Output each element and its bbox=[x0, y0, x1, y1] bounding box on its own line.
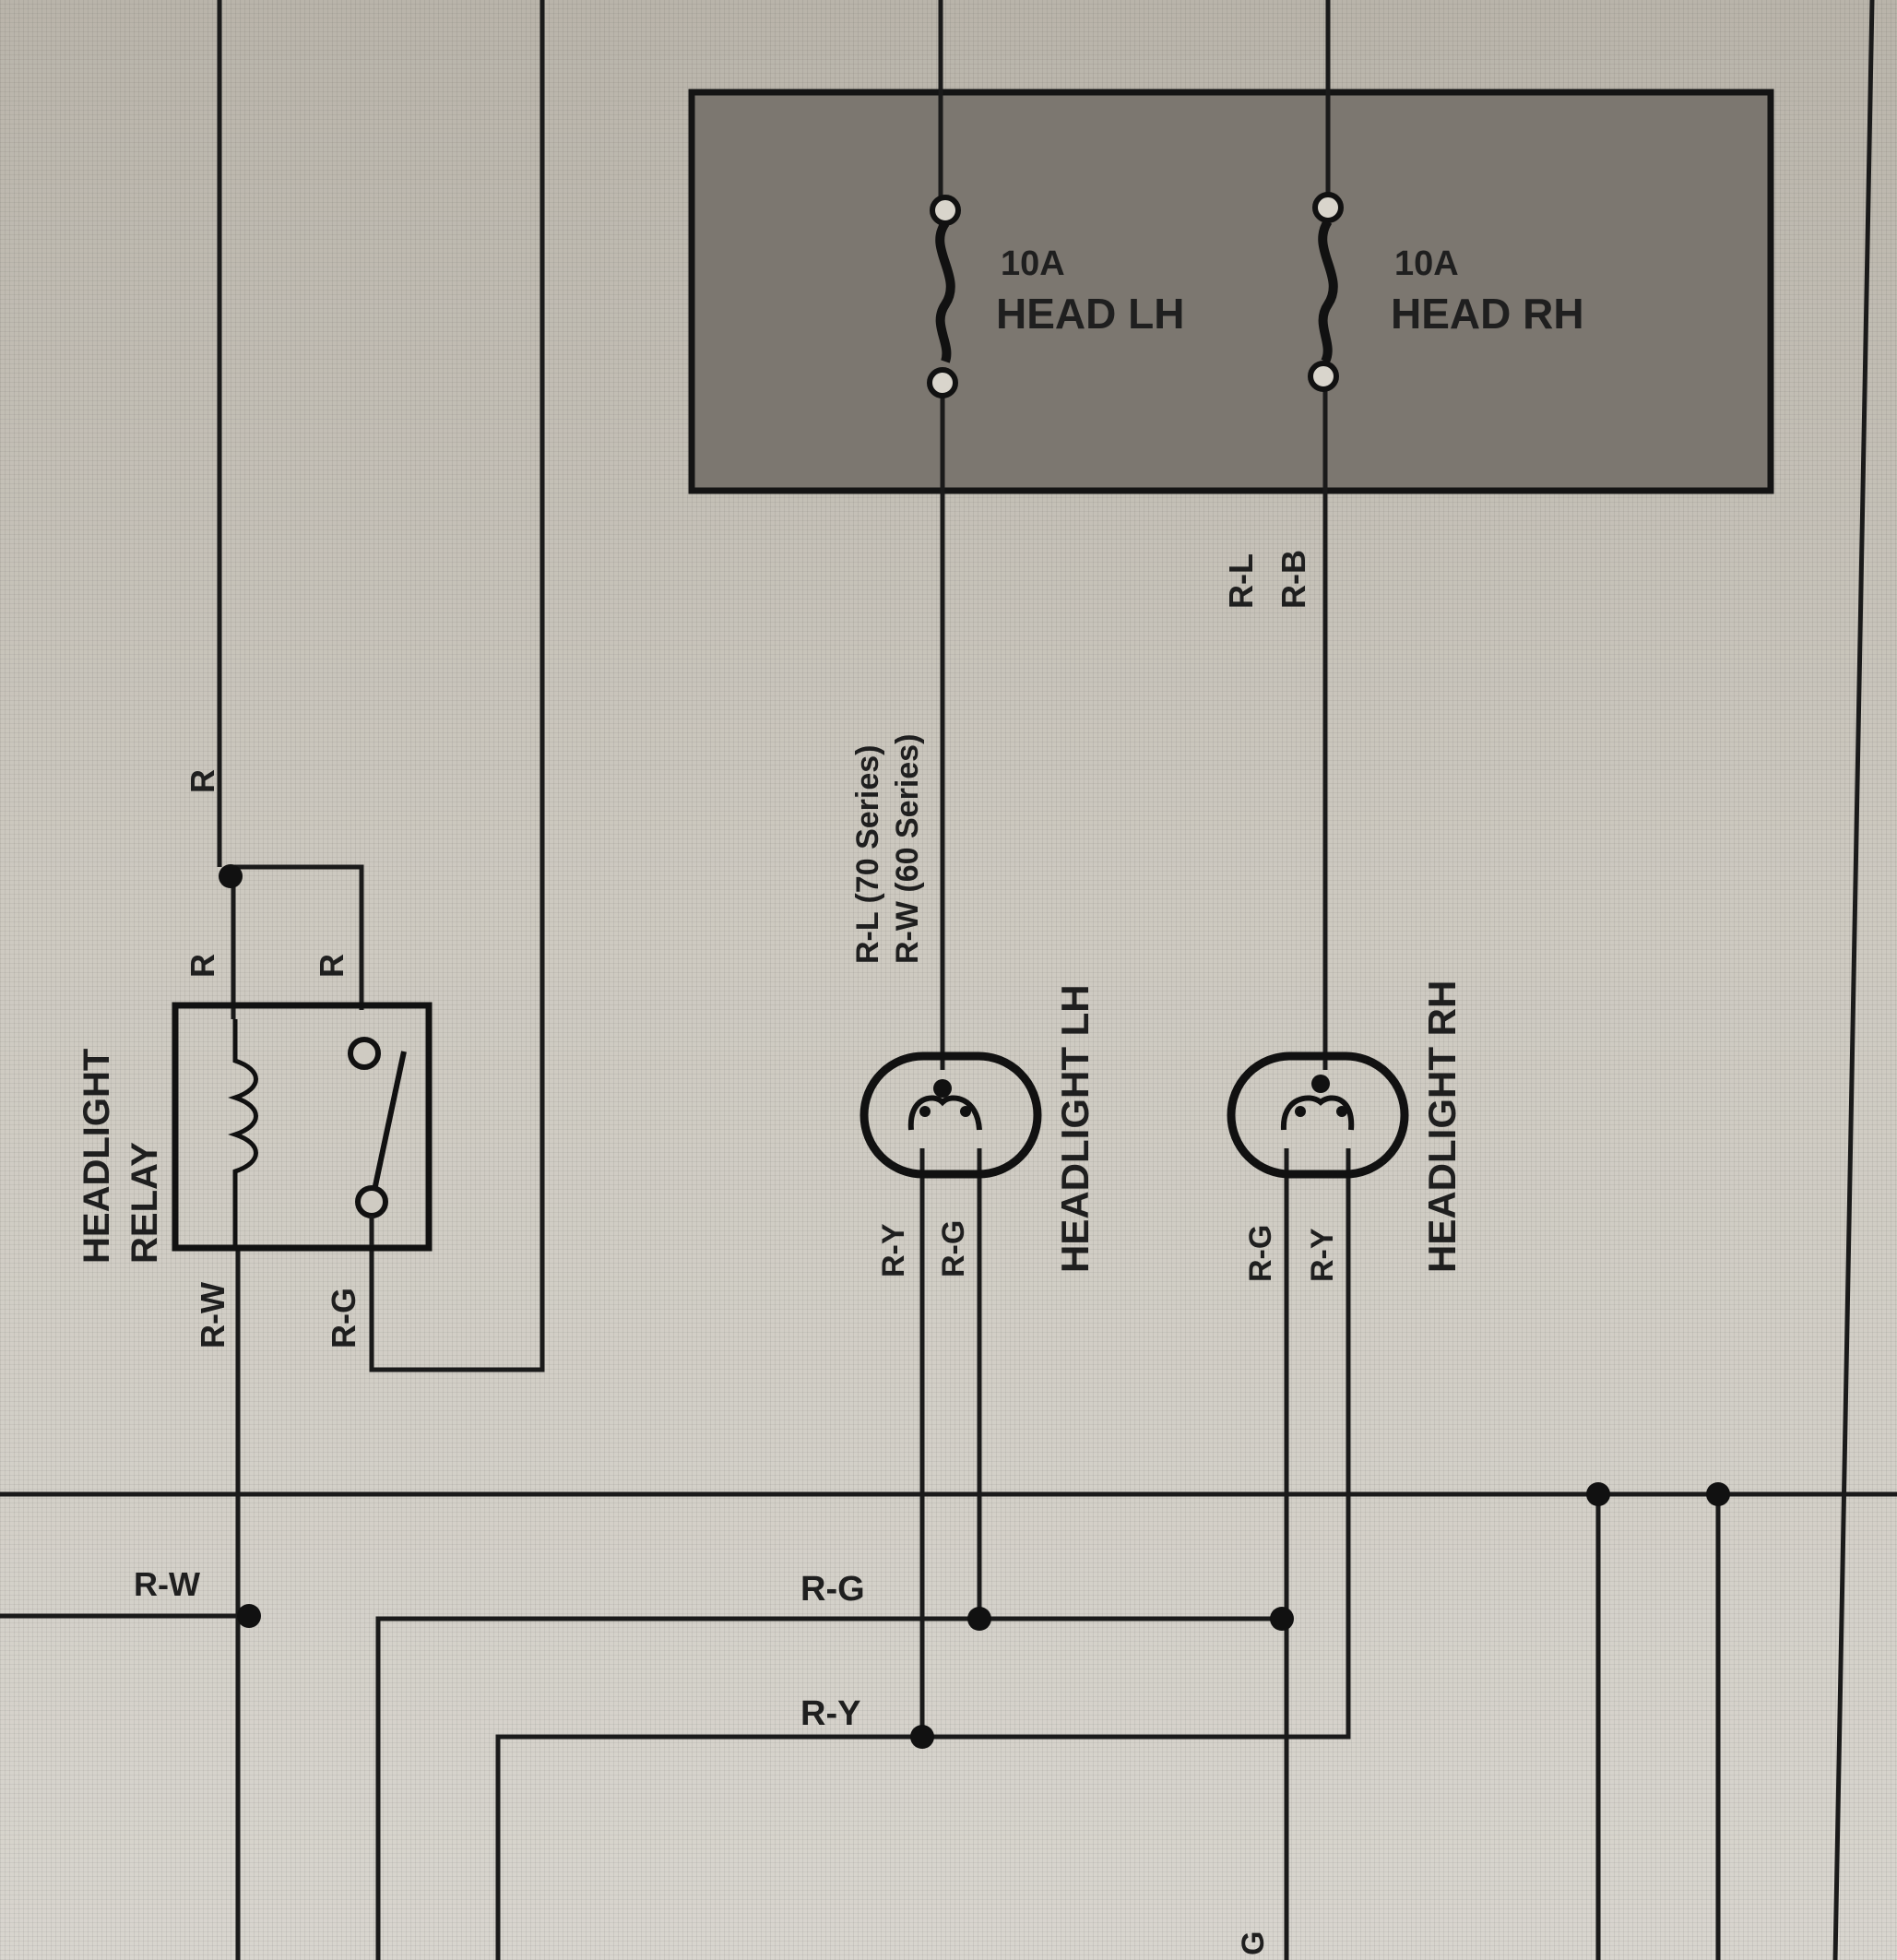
junction-rg-rh bbox=[1270, 1607, 1294, 1631]
wire-label-rg-relay: R-G bbox=[325, 1288, 362, 1348]
relay-contact-bottom bbox=[355, 1185, 388, 1218]
headlight-lh-label: HEADLIGHT LH bbox=[1053, 984, 1097, 1273]
wire-right-edge bbox=[1832, 0, 1875, 1960]
rh-pin-ry-label: R-Y bbox=[1305, 1228, 1340, 1282]
wire-label-rw-relay: R-W bbox=[194, 1282, 231, 1348]
wire-label-r-coil: R bbox=[184, 954, 221, 978]
headlight-lh-connector bbox=[860, 1051, 1042, 1179]
wire-rg-bus bbox=[375, 1616, 1289, 1960]
relay-contact-top bbox=[348, 1037, 381, 1070]
rh-pin-rg-label: R-G bbox=[1243, 1225, 1278, 1282]
fuse-lh bbox=[927, 195, 961, 398]
wire-label-r-switch: R bbox=[313, 954, 350, 978]
headlight-relay bbox=[172, 1002, 433, 1252]
headlight-rh-connector bbox=[1227, 1051, 1409, 1179]
wire-relay-loop bbox=[369, 0, 545, 1372]
rh-feed-line1: R-L bbox=[1222, 553, 1260, 609]
bus-label-ry: R-Y bbox=[800, 1694, 860, 1733]
fuse-lh-name: HEAD LH bbox=[996, 290, 1184, 338]
junction-harness-1 bbox=[1586, 1482, 1610, 1506]
fuse-rh bbox=[1308, 192, 1344, 392]
junctions bbox=[219, 864, 1730, 1749]
fuse-box bbox=[688, 89, 1774, 494]
rh-feed-line2: R-B bbox=[1275, 550, 1312, 609]
fuse-rh-name: HEAD RH bbox=[1391, 290, 1584, 338]
fuse-rh-rating: 10A bbox=[1394, 244, 1459, 283]
wire-label-r-top: R bbox=[184, 769, 221, 793]
relay-title-line1: HEADLIGHT bbox=[77, 1049, 117, 1264]
junction-harness-2 bbox=[1706, 1482, 1730, 1506]
headlight-rh-label: HEADLIGHT RH bbox=[1420, 980, 1464, 1273]
wire-r-relay-switch-in bbox=[231, 864, 364, 1010]
relay-switch-arm bbox=[371, 1051, 407, 1195]
relay-title-line2: RELAY bbox=[124, 1142, 165, 1264]
lh-feed-line2: R-W (60 Series) bbox=[890, 734, 925, 964]
lh-feed-line1: R-L (70 Series) bbox=[850, 745, 885, 964]
relay-coil bbox=[228, 1019, 258, 1245]
junction-rg-lh bbox=[967, 1607, 991, 1631]
lh-pin-rg-label: R-G bbox=[936, 1220, 971, 1277]
junction-relay-feed bbox=[219, 864, 243, 888]
bus-label-rw: R-W bbox=[134, 1565, 200, 1603]
bus-label-rg: R-G bbox=[800, 1570, 865, 1609]
edge-label: G bbox=[1236, 1931, 1271, 1955]
junction-ry bbox=[910, 1725, 934, 1749]
junction-rw bbox=[237, 1604, 261, 1628]
lh-pin-ry-label: R-Y bbox=[876, 1223, 911, 1277]
fuse-lh-rating: 10A bbox=[1001, 244, 1065, 283]
